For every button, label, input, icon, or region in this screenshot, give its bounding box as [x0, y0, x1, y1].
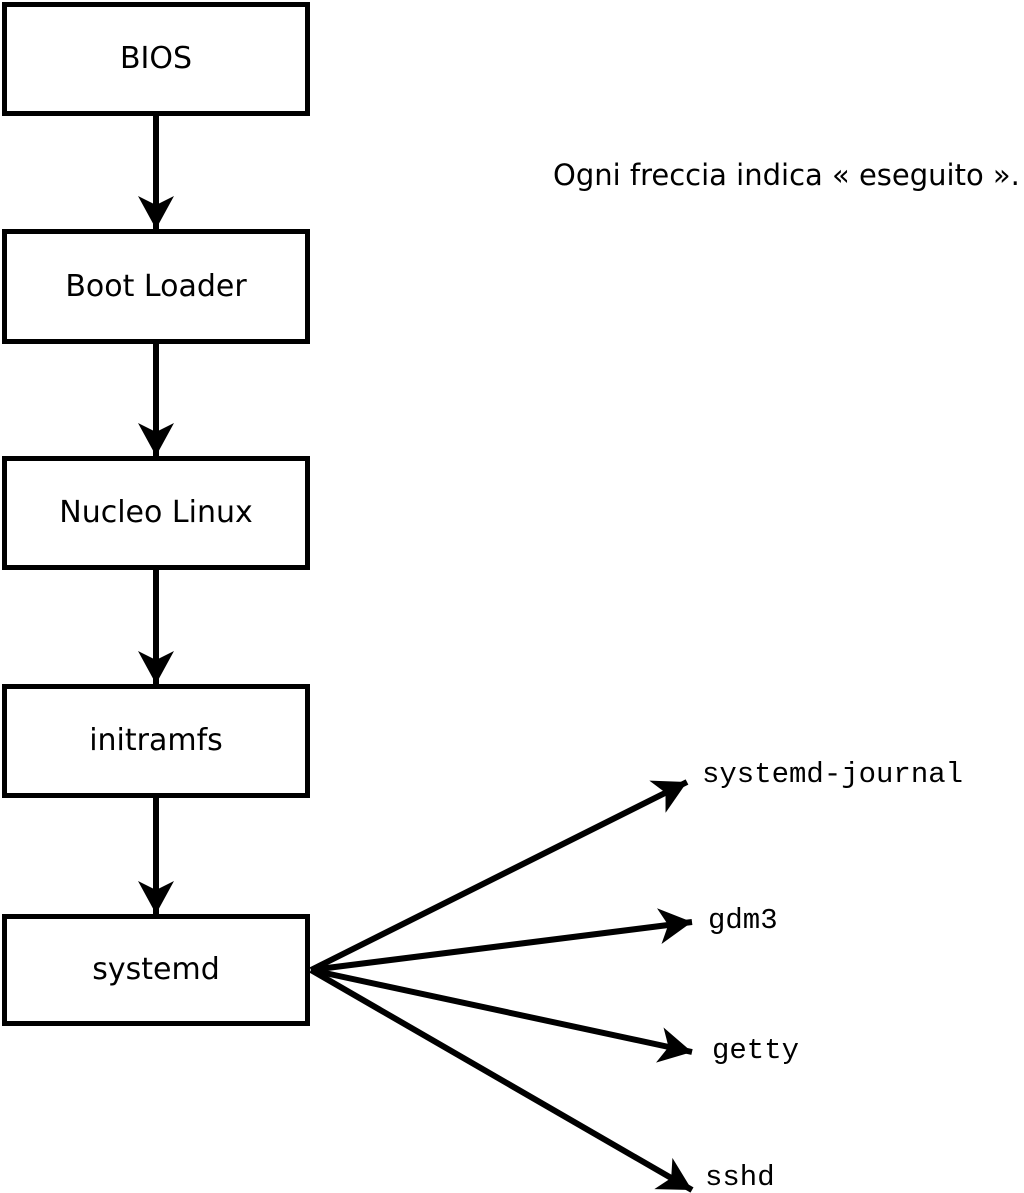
box-bios: BIOS: [2, 2, 310, 116]
arrow-systemd-to-sshd: [309, 967, 694, 1193]
diagram-caption: Ogni freccia indica « eseguito ».: [553, 158, 1020, 192]
arrow-systemd-to-gdm3: [310, 908, 693, 973]
service-label-systemd-journal: systemd-journal: [702, 758, 964, 791]
box-initramfs: initramfs: [2, 684, 310, 798]
box-initramfs-label: initramfs: [89, 723, 223, 758]
box-boot-loader: Boot Loader: [2, 229, 310, 344]
service-label-gdm3: gdm3: [708, 904, 778, 937]
box-systemd-label: systemd: [92, 952, 220, 987]
box-nucleo-linux-label: Nucleo Linux: [59, 495, 253, 530]
arrow-systemd-to-systemd-journal: [309, 779, 689, 973]
service-label-sshd: sshd: [705, 1161, 775, 1193]
box-nucleo-linux: Nucleo Linux: [2, 456, 310, 570]
box-systemd: systemd: [2, 914, 310, 1026]
arrow-systemd-to-getty: [310, 967, 693, 1063]
service-label-getty: getty: [712, 1034, 800, 1067]
box-boot-loader-label: Boot Loader: [65, 268, 247, 304]
box-bios-label: BIOS: [119, 41, 193, 76]
